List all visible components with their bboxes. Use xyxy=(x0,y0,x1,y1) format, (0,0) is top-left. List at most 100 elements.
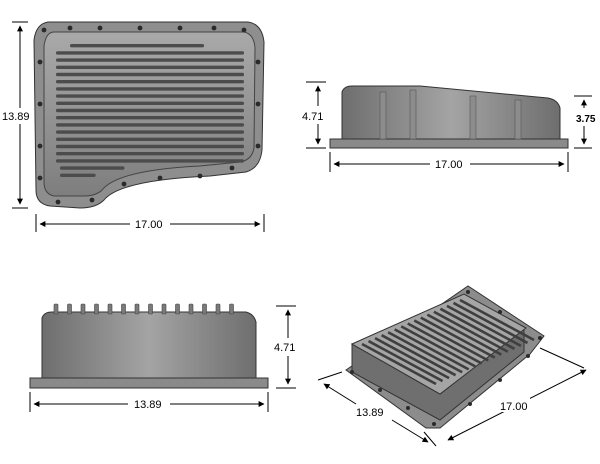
front-view xyxy=(29,303,269,389)
front-view-fin xyxy=(148,303,153,315)
side-view-flange xyxy=(329,138,569,149)
top-view-fin xyxy=(56,130,244,134)
front-view-width-label: 13.89 xyxy=(134,399,162,411)
top-view-fin xyxy=(56,58,244,62)
front-view-fin xyxy=(188,303,194,315)
side-view-width-label: 17.00 xyxy=(435,159,463,171)
iso-view-depth-dimension: 13.89 xyxy=(317,371,437,447)
top-view-fin xyxy=(56,108,244,113)
front-view-flange xyxy=(29,377,269,389)
top-view-bolt-hole xyxy=(89,197,95,203)
top-view-fin xyxy=(56,144,244,149)
front-view-pan-body xyxy=(41,311,257,379)
front-view-fin xyxy=(121,303,126,315)
side-view-height-dimension: 4.71 xyxy=(302,81,326,149)
side-view-rib xyxy=(379,91,387,140)
iso-view-fin xyxy=(459,298,535,342)
top-view-bolt-hole xyxy=(255,143,261,149)
iso-view-fin xyxy=(380,334,457,377)
front-view-height-label: 4.71 xyxy=(274,342,295,354)
top-view-bolt-hole xyxy=(211,25,217,31)
iso-view-fin xyxy=(367,339,444,383)
top-view-fin xyxy=(56,123,244,127)
top-view-bolt-hole xyxy=(37,143,43,149)
side-view-right-height-dimension: 3.75 xyxy=(574,95,596,149)
top-view-fin xyxy=(56,152,244,156)
front-view-fin xyxy=(80,303,86,315)
iso-view-fin xyxy=(420,316,496,359)
iso-view-bolt-hole xyxy=(378,388,382,392)
top-view-fin xyxy=(56,101,244,105)
top-view-bolt-hole xyxy=(255,101,261,107)
top-view-fin xyxy=(56,80,244,84)
iso-view-fin xyxy=(374,336,450,380)
iso-view-bolt-hole xyxy=(498,378,502,382)
iso-view-fin xyxy=(439,307,516,350)
iso-view-fin xyxy=(426,313,502,356)
side-view-ribs xyxy=(379,89,522,140)
top-view-bolt-hole xyxy=(67,25,73,31)
top-view-fin xyxy=(56,116,244,120)
top-view-fin xyxy=(70,44,204,48)
top-view-bolt-hole xyxy=(37,175,43,181)
iso-view-bolt-hole xyxy=(406,406,410,410)
front-view-width-dimension: 13.89 xyxy=(29,392,269,412)
front-view-fin xyxy=(202,303,207,315)
iso-view-fin xyxy=(394,328,470,371)
front-view-fin xyxy=(134,303,140,315)
top-view-height-label: 13.89 xyxy=(2,111,30,123)
iso-view-fin xyxy=(387,331,463,374)
top-view-bolt-hole xyxy=(241,27,247,33)
top-view-fin xyxy=(60,166,125,170)
side-view-height-label: 4.71 xyxy=(302,111,323,123)
side-view xyxy=(329,85,569,149)
front-view-fin xyxy=(94,303,99,315)
top-view-fin xyxy=(56,159,244,163)
iso-view-width-label: 17.00 xyxy=(500,401,528,413)
top-view-fin xyxy=(56,87,244,91)
front-view-fin xyxy=(53,303,59,315)
iso-view-fin xyxy=(400,325,476,368)
top-view-bolt-hole xyxy=(55,199,61,205)
iso-view-bolt-hole xyxy=(538,336,542,340)
top-view-fin xyxy=(56,72,244,77)
front-view-fin xyxy=(161,303,167,315)
iso-view-bolt-hole xyxy=(468,402,472,406)
top-view-bolt-hole xyxy=(37,59,43,65)
iso-view-fin xyxy=(361,342,437,386)
top-view-fin xyxy=(56,65,244,69)
top-view-bolt-holes xyxy=(37,25,261,205)
front-view-fin xyxy=(175,303,180,315)
front-view-height-dimension: 4.71 xyxy=(274,305,296,389)
front-view-fins xyxy=(53,303,234,315)
iso-view-fins xyxy=(361,298,535,386)
iso-view-bolt-hole xyxy=(498,310,502,314)
front-view-fin xyxy=(67,303,72,315)
top-view-bolt-hole xyxy=(197,173,203,179)
iso-view-bolt-hole xyxy=(526,354,530,358)
iso-view-width-dimension: 17.00 xyxy=(447,347,587,441)
side-view-right-height-label: 3.75 xyxy=(576,114,596,125)
top-view-fins xyxy=(56,44,244,177)
top-view-bolt-hole xyxy=(229,165,235,171)
iso-view-fin xyxy=(407,322,483,365)
top-view-bolt-hole xyxy=(255,59,261,65)
top-view-height-dimension: 13.89 xyxy=(2,21,30,209)
iso-view-bolt-hole xyxy=(350,370,354,374)
iso-view-bolt-hole xyxy=(432,422,436,426)
side-view-rib xyxy=(469,95,477,140)
top-view-bolt-hole xyxy=(137,25,143,31)
iso-view-fin xyxy=(433,310,509,353)
side-view-rib xyxy=(409,89,417,140)
top-view-bolt-hole xyxy=(157,175,163,181)
front-view-fin xyxy=(215,303,221,315)
side-view-pan-body xyxy=(341,85,561,140)
top-view-fin xyxy=(56,51,244,55)
front-view-fin xyxy=(229,303,234,315)
top-view-width-label: 17.00 xyxy=(135,219,163,231)
top-view-fin xyxy=(56,137,244,141)
side-view-width-dimension: 17.00 xyxy=(329,152,569,172)
top-view-bolt-hole xyxy=(121,181,127,187)
